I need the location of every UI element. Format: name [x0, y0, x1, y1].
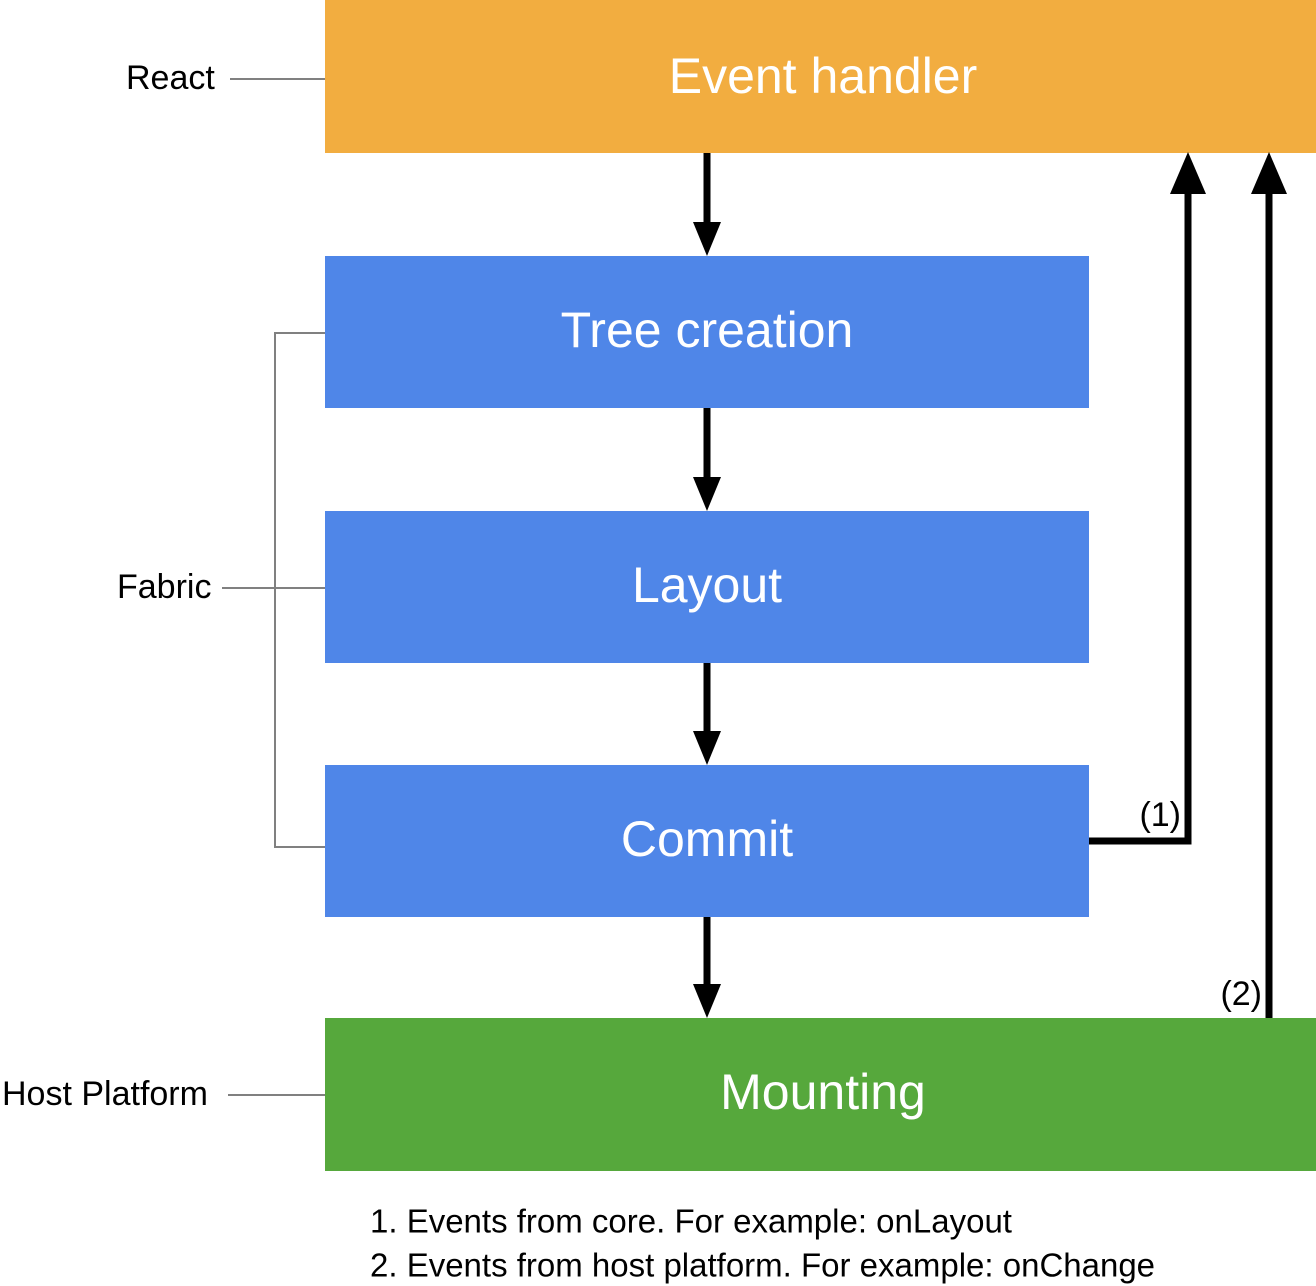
- layout-label: Layout: [632, 557, 782, 613]
- arrow-commit-to-mounting: [693, 917, 721, 1018]
- node-layout[interactable]: Layout: [325, 511, 1089, 663]
- node-commit[interactable]: Commit: [325, 765, 1089, 917]
- feedback-2-label: (2): [1220, 975, 1262, 1013]
- footnote-1: 1. Events from core. For example: onLayo…: [370, 1203, 1012, 1240]
- node-tree-creation[interactable]: Tree creation: [325, 256, 1089, 408]
- layer-label-fabric: Fabric: [117, 332, 325, 848]
- event-handler-label: Event handler: [669, 48, 978, 104]
- fabric-layer-label: Fabric: [117, 568, 211, 606]
- feedback-1-label: (1): [1139, 796, 1181, 834]
- fabric-bracket: [274, 332, 325, 848]
- commit-label: Commit: [621, 811, 793, 867]
- event-handler-box: [325, 0, 1316, 153]
- arrow-tree-creation-to-layout: [693, 408, 721, 511]
- layer-label-host-platform: Host Platform: [2, 1075, 325, 1113]
- node-mounting[interactable]: Mounting: [325, 1018, 1316, 1171]
- layout-box: [325, 511, 1089, 663]
- tree-creation-label: Tree creation: [561, 302, 854, 358]
- arrow-layout-to-commit: [693, 663, 721, 765]
- layer-label-react: React: [126, 59, 325, 97]
- feedback-arrow-2: (2): [1220, 152, 1287, 1018]
- react-layer-label: React: [126, 59, 215, 97]
- mounting-box: [325, 1018, 1316, 1171]
- tree-creation-box: [325, 256, 1089, 408]
- commit-box: [325, 765, 1089, 917]
- arrow-event-handler-to-tree-creation: [693, 153, 721, 256]
- feedback-arrow-1: (1): [1089, 152, 1206, 845]
- node-event-handler[interactable]: Event handler: [325, 0, 1316, 153]
- footnote-2: 2. Events from host platform. For exampl…: [370, 1247, 1155, 1284]
- host-platform-layer-label: Host Platform: [2, 1075, 208, 1113]
- mounting-label: Mounting: [720, 1064, 926, 1120]
- footnotes: 1. Events from core. For example: onLayo…: [370, 1203, 1155, 1284]
